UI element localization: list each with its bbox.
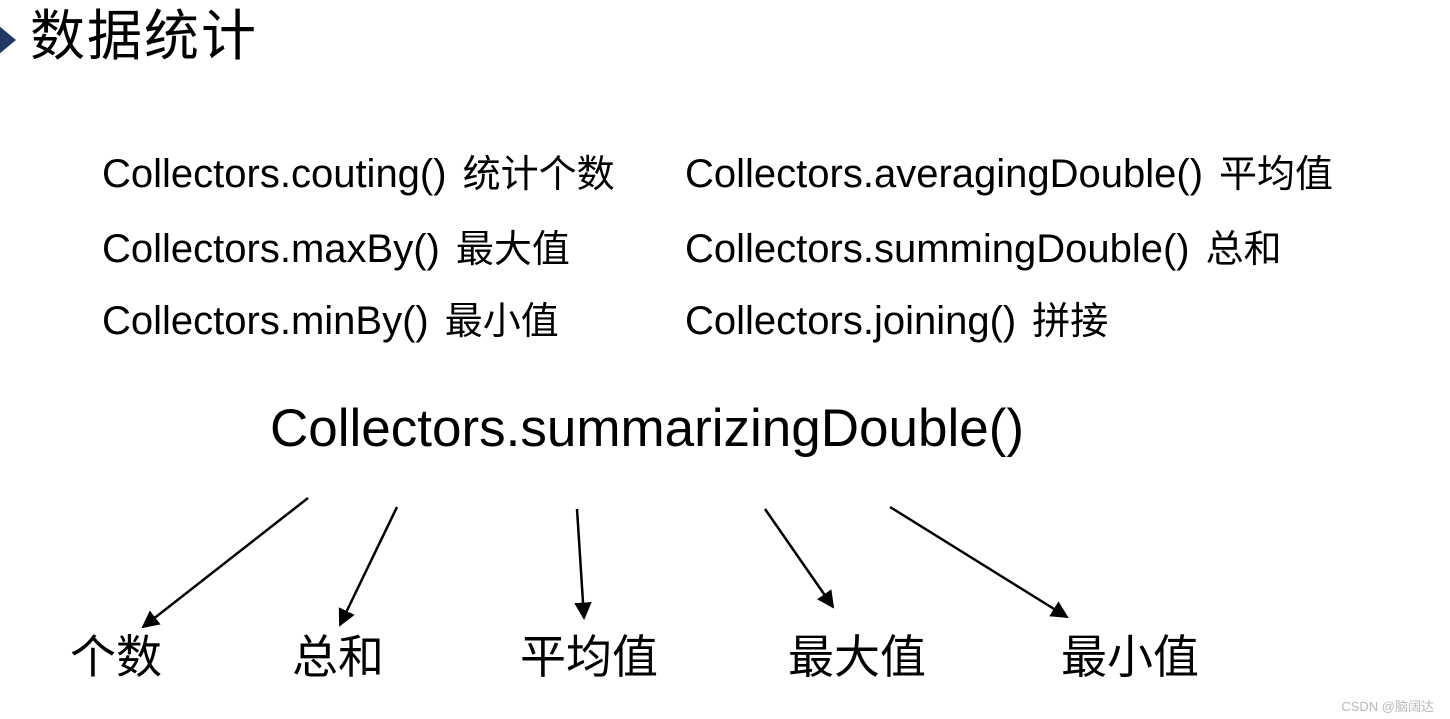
result-label-average: 平均值 [520, 630, 658, 684]
method-code: Collectors.minBy() [102, 299, 429, 343]
result-label-min: 最小值 [1061, 630, 1199, 684]
method-row-minby: Collectors.minBy() 最小值 [102, 299, 559, 343]
method-row-maxby: Collectors.maxBy() 最大值 [102, 227, 570, 271]
arrow-line-4 [889, 505, 1069, 619]
arrow-line-2 [574, 508, 592, 620]
method-row-summing: Collectors.summingDouble() 总和 [685, 227, 1282, 271]
method-code: Collectors.joining() [685, 299, 1017, 343]
method-label: 拼接 [1032, 299, 1109, 343]
method-label: 统计个数 [462, 152, 615, 196]
method-code: Collectors.summingDouble() [685, 227, 1190, 271]
method-code: Collectors.couting() [102, 152, 447, 196]
method-row-counting: Collectors.couting() 统计个数 [102, 152, 615, 196]
method-label: 总和 [1205, 227, 1282, 271]
method-code: Collectors.maxBy() [102, 227, 440, 271]
title-bullet-icon [0, 21, 16, 59]
method-label: 最小值 [444, 299, 559, 343]
arrow-line-1 [338, 506, 399, 627]
arrow-line-3 [763, 508, 835, 609]
method-row-averaging: Collectors.averagingDouble() 平均值 [685, 152, 1333, 196]
summarizing-double-heading: Collectors.summarizingDouble() [270, 399, 1025, 458]
arrow-line-0 [141, 497, 309, 629]
result-label-count: 个数 [70, 630, 162, 684]
result-label-max: 最大值 [788, 630, 926, 684]
method-row-joining: Collectors.joining() 拼接 [685, 299, 1108, 343]
watermark: CSDN @脑阔达 [1341, 699, 1434, 714]
method-label: 最大值 [455, 227, 570, 271]
method-code: Collectors.averagingDouble() [685, 152, 1204, 196]
method-label: 平均值 [1219, 152, 1334, 196]
result-label-sum: 总和 [292, 630, 384, 684]
page-title: 数据统计 [30, 4, 259, 68]
